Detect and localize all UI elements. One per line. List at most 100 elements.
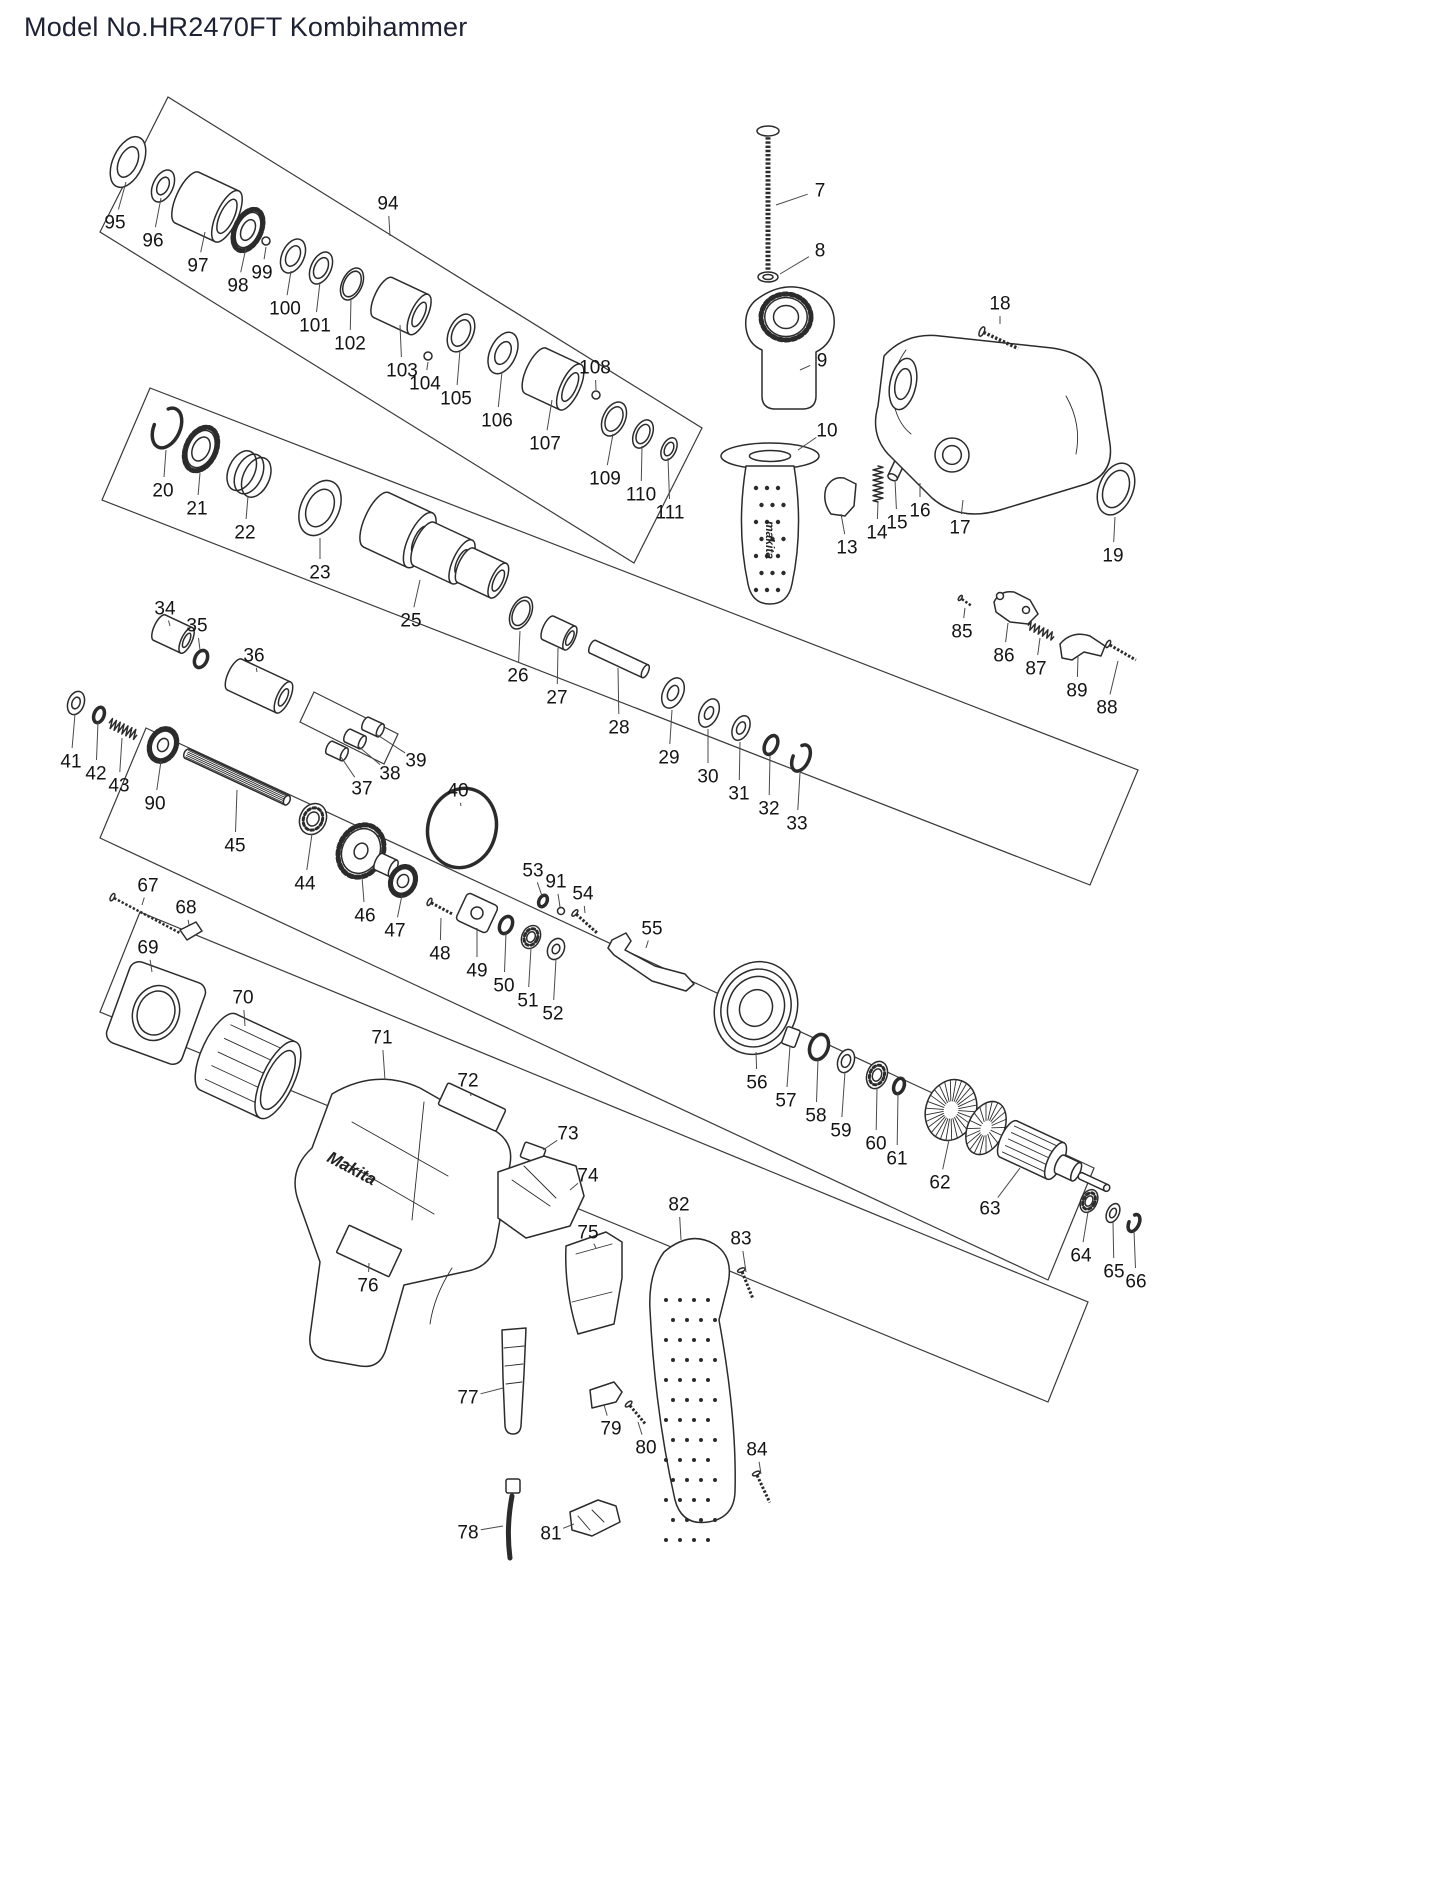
leader-line-57 (786, 1045, 791, 1088)
part-label-37: 37 (351, 779, 372, 800)
part-70-stator (194, 1012, 302, 1120)
part-label-23: 23 (309, 563, 330, 584)
leader-line-34 (168, 620, 171, 627)
leader-line-78 (480, 1525, 504, 1531)
part-37-roller (324, 740, 350, 762)
part-label-56: 56 (746, 1073, 767, 1094)
part-29-ring (660, 677, 686, 709)
leader-line-60 (875, 1087, 878, 1131)
part-label-70: 70 (232, 988, 253, 1009)
part-61-washer (891, 1076, 907, 1096)
part-label-52: 52 (542, 1004, 563, 1025)
part-label-36: 36 (243, 646, 264, 667)
part-label-42: 42 (85, 764, 106, 785)
part-label-97: 97 (187, 256, 208, 277)
part-label-48: 48 (429, 944, 450, 965)
leader-line-70 (243, 1009, 246, 1027)
part-35-o-ring (192, 648, 210, 670)
leader-line-75 (593, 1243, 597, 1249)
part-label-110: 110 (626, 485, 656, 506)
part-102-ring (339, 267, 365, 301)
part-9-ring-gear (758, 291, 814, 343)
leader-line-101 (316, 281, 321, 313)
part-label-95: 95 (104, 213, 125, 234)
part-83-screw (736, 1267, 755, 1299)
part-46-bevel-gear (335, 822, 387, 880)
leader-line-54 (583, 905, 586, 914)
part-68-clip (179, 921, 203, 941)
part-63-shaft (1077, 1171, 1111, 1193)
part-100-ring (279, 238, 307, 274)
leader-line-62 (942, 1139, 950, 1170)
leader-line-89 (1076, 656, 1079, 678)
part-60-bearing (865, 1060, 889, 1090)
part-label-55: 55 (641, 919, 662, 940)
part-85-screw (957, 594, 973, 608)
part-label-83: 83 (730, 1229, 751, 1250)
part-label-22: 22 (234, 523, 255, 544)
part-55-lever (607, 932, 695, 992)
part-86-pin-b (1021, 605, 1031, 615)
part-72-label (437, 1082, 507, 1132)
leader-line-58 (816, 1058, 819, 1103)
leader-line-36 (255, 667, 258, 673)
part-label-14: 14 (866, 523, 888, 544)
part-label-77: 77 (457, 1388, 478, 1409)
part-62-fan (924, 1078, 978, 1142)
part-label-43: 43 (108, 776, 129, 797)
part-label-34: 34 (154, 599, 176, 620)
leader-line-19 (1113, 516, 1116, 543)
part-label-27: 27 (546, 688, 567, 709)
part-label-33: 33 (786, 814, 807, 835)
part-label-58: 58 (805, 1106, 826, 1127)
part-label-81: 81 (540, 1524, 561, 1545)
part-label-75: 75 (577, 1223, 598, 1244)
part-78-cord-line (505, 1493, 515, 1561)
part-80-screw (624, 1400, 647, 1425)
part-25-spindle-c (454, 547, 510, 599)
part-36-cylinder (224, 658, 294, 714)
leader-line-29 (669, 709, 673, 745)
part-label-67: 67 (137, 876, 158, 897)
part-63-armature-body (996, 1119, 1068, 1181)
part-label-17: 17 (949, 518, 970, 539)
leader-line-52 (553, 958, 557, 1001)
part-64-bearing (1079, 1188, 1099, 1214)
leader-line-84 (758, 1461, 762, 1475)
part-label-96: 96 (142, 231, 163, 252)
part-76-nameplate (335, 1224, 403, 1278)
part-label-78: 78 (457, 1523, 478, 1544)
part-label-39: 39 (405, 751, 426, 772)
leader-line-9 (799, 364, 811, 371)
part-label-40: 40 (447, 781, 468, 802)
part-label-21: 21 (186, 499, 207, 520)
leader-line-74 (569, 1182, 579, 1191)
leader-line-97 (200, 231, 206, 253)
page-title: Model No.HR2470FT Kombihammer (24, 12, 468, 42)
part-label-107: 107 (529, 434, 561, 455)
leader-line-55 (645, 940, 649, 949)
part-label-100: 100 (269, 299, 301, 320)
part-label-101: 101 (299, 316, 331, 337)
part-label-16: 16 (909, 501, 930, 522)
part-65-ring (1105, 1202, 1121, 1224)
part-87-spring (1027, 621, 1055, 641)
part-108-ball (591, 390, 601, 400)
part-79-clamp (589, 1381, 623, 1409)
part-label-99: 99 (251, 263, 272, 284)
leader-line-109 (606, 433, 614, 466)
leader-line-43 (119, 737, 123, 773)
leader-line-81 (562, 1523, 575, 1529)
part-103-chuck-sleeve (370, 276, 432, 336)
part-label-109: 109 (589, 469, 621, 490)
part-46-hub (373, 852, 399, 878)
leader-line-37 (340, 756, 356, 778)
part-39-roller (360, 716, 386, 738)
part-30-ring (697, 698, 721, 728)
makita-logo-grip: makita (763, 521, 777, 559)
leader-line-61 (896, 1092, 899, 1146)
part-label-18: 18 (989, 294, 1010, 315)
leader-line-73 (542, 1139, 558, 1151)
